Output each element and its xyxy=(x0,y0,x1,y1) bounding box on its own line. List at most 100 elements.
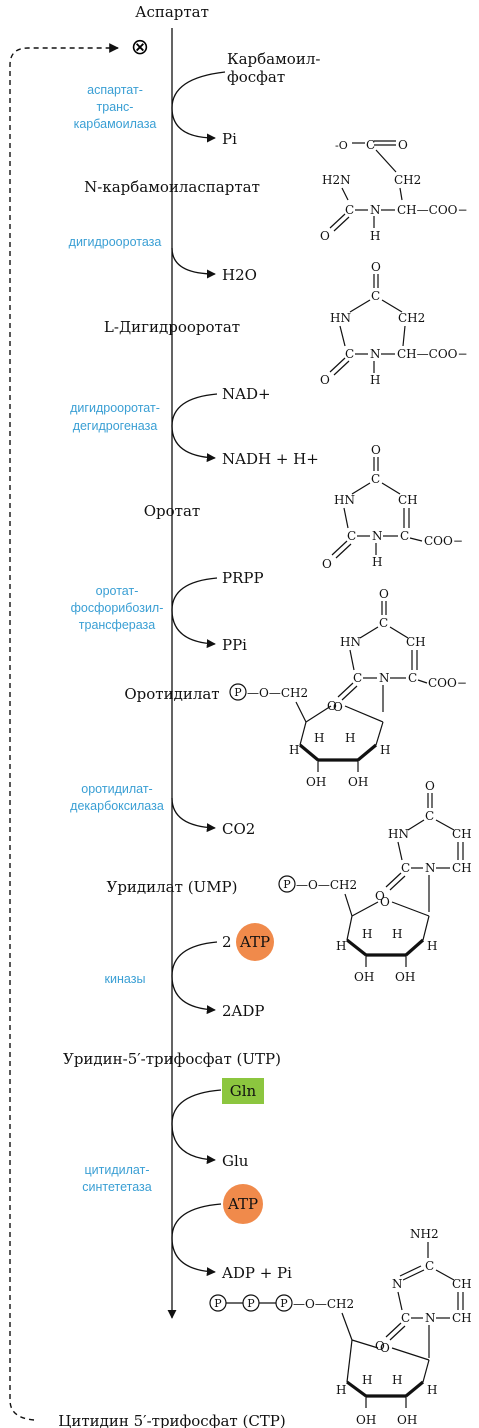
structure-ump: O C HN CH C N CH O P —O—CH2 O H H H H xyxy=(278,779,472,984)
s1-bond-c-o xyxy=(329,213,346,229)
s6-bond-r2 xyxy=(351,1339,379,1349)
s4-bond-r3 xyxy=(344,705,384,723)
step4-product-ppi: PPi xyxy=(222,636,247,654)
s2-ch-coo: CH—COO− xyxy=(397,347,468,361)
s3-bond-9 xyxy=(335,543,352,559)
s6-oh-2: OH xyxy=(397,1413,417,1427)
metabolite-ump: Уридилат (UMP) xyxy=(106,878,237,896)
s1-ch2: CH2 xyxy=(394,173,421,187)
feedback-inhibition-arrow xyxy=(9,43,119,1421)
s4-bond-r2 xyxy=(305,705,332,723)
s6-bond-2 xyxy=(435,1269,455,1281)
atp-badge xyxy=(236,923,274,961)
s4-ring-o: O xyxy=(333,700,343,714)
s4-bond-3 xyxy=(349,649,355,671)
s1-h: H xyxy=(370,229,380,243)
s5-h-4: H xyxy=(427,939,437,953)
s2-bond-4 xyxy=(402,325,406,347)
s6-phosphate-1-label: P xyxy=(214,1297,222,1310)
s4-o-bottom: O xyxy=(327,699,337,713)
s2-ch2: CH2 xyxy=(398,311,425,325)
s3-bond-2 xyxy=(381,482,401,495)
s4-oh-1: OH xyxy=(306,775,326,789)
s5-bond-7 xyxy=(385,872,402,888)
carbamoyl-phosphate-line-1: Карбамоил- xyxy=(227,50,320,68)
step1-product-pi: Pi xyxy=(222,130,237,148)
s6-bond-r4 xyxy=(346,1339,353,1383)
s4-h-1: H xyxy=(289,743,299,757)
s3-c-mid: C xyxy=(347,529,356,543)
s3-bond-3 xyxy=(343,507,349,529)
s6-bond-r5 xyxy=(422,1359,430,1383)
s6-n-left: N xyxy=(392,1277,403,1291)
s3-o-top: O xyxy=(371,443,381,457)
s6-nh2: NH2 xyxy=(410,1227,439,1241)
s4-bond-1 xyxy=(359,626,379,639)
s2-bond-8 xyxy=(333,360,350,376)
s6-bond-1 xyxy=(402,1269,425,1281)
s4-bond-8 xyxy=(337,682,354,698)
s3-n: N xyxy=(372,529,383,543)
gln-badge xyxy=(222,1078,264,1104)
s6-bond-7 xyxy=(385,1322,402,1338)
s4-phosphate xyxy=(229,683,247,701)
s3-bond-7 xyxy=(409,537,423,542)
step6-curve xyxy=(171,941,218,1015)
s5-hn: HN xyxy=(388,827,409,841)
s5-bond-r4 xyxy=(346,915,353,941)
s4-bond-7 xyxy=(417,679,428,684)
s5-bond-r3 xyxy=(391,901,430,917)
structure-dihydroorotate: O C HN CH2 C N CH—COO− O H xyxy=(320,260,468,387)
inhibition-icon: ⊗ xyxy=(131,35,149,60)
s6-ring-o: O xyxy=(380,1341,390,1355)
s5-bond-1 xyxy=(407,819,425,831)
s2-bond-1 xyxy=(349,299,371,313)
s5-ch-1: CH xyxy=(452,827,472,841)
structure-orotate: O C HN CH C N C COO− O H xyxy=(322,443,463,571)
s6-ch-2: CH xyxy=(452,1311,472,1325)
enzyme-7-line-1: цитидилат- xyxy=(85,1163,150,1177)
enzyme-2: дигидрооротаза xyxy=(69,235,162,249)
s4-coo: COO− xyxy=(428,676,467,690)
s5-n: N xyxy=(425,861,436,875)
s6-c-mid: C xyxy=(401,1311,410,1325)
s3-coo: COO− xyxy=(424,534,463,548)
s1-c-mid: C xyxy=(345,203,354,217)
s3-c-top: C xyxy=(371,472,380,486)
s5-bond-8 xyxy=(389,875,406,891)
metabolite-orotidylate: Оротидилат xyxy=(124,685,219,703)
s6-phosphate-3-label: P xyxy=(280,1297,288,1310)
s5-h-2: H xyxy=(362,927,372,941)
s1-c-top: C xyxy=(366,138,375,152)
s4-oh-2: OH xyxy=(348,775,368,789)
s4-ch: CH xyxy=(406,635,426,649)
s6-bond-r8 xyxy=(404,1380,425,1398)
enzyme-3: дигидрооротат- дегидрогеназа xyxy=(70,401,160,433)
step3-curve xyxy=(171,393,218,463)
s1-bond-c-ch2 xyxy=(375,149,397,173)
s6-h-1: H xyxy=(336,1383,346,1397)
s2-n: N xyxy=(370,347,381,361)
carbamoyl-phosphate-line-2: фосфат xyxy=(227,68,285,86)
step1-curve xyxy=(171,71,226,143)
step3-substrate-nad: NAD+ xyxy=(222,385,271,403)
metabolite-aspartate: Аспартат xyxy=(135,3,209,21)
s6-n: N xyxy=(425,1311,436,1325)
s5-h-3: H xyxy=(392,927,402,941)
structure-carbamoylaspartate: -O C O H2N CH2 C N CH—COO− O H xyxy=(320,138,468,243)
s6-h-2: H xyxy=(362,1373,372,1387)
step5-curve xyxy=(171,797,216,833)
s5-c-top: C xyxy=(425,809,434,823)
s4-bond-r1 xyxy=(295,701,307,723)
s5-o-bottom: O xyxy=(375,889,385,903)
enzyme-4-line-2: фосфорибозил- xyxy=(71,601,164,615)
step7-product-adp-pi: ADP + Pi xyxy=(221,1264,292,1282)
enzyme-4-line-3: трансфераза xyxy=(79,618,156,632)
s2-o-top: O xyxy=(371,260,381,274)
s2-bond-3 xyxy=(339,325,346,347)
s4-bond-r5 xyxy=(375,721,384,746)
atp-badge-label: ATP xyxy=(239,933,270,951)
step7-curve-b xyxy=(171,1203,222,1277)
s4-bond-r8 xyxy=(356,743,378,762)
s3-c-right: C xyxy=(400,529,409,543)
